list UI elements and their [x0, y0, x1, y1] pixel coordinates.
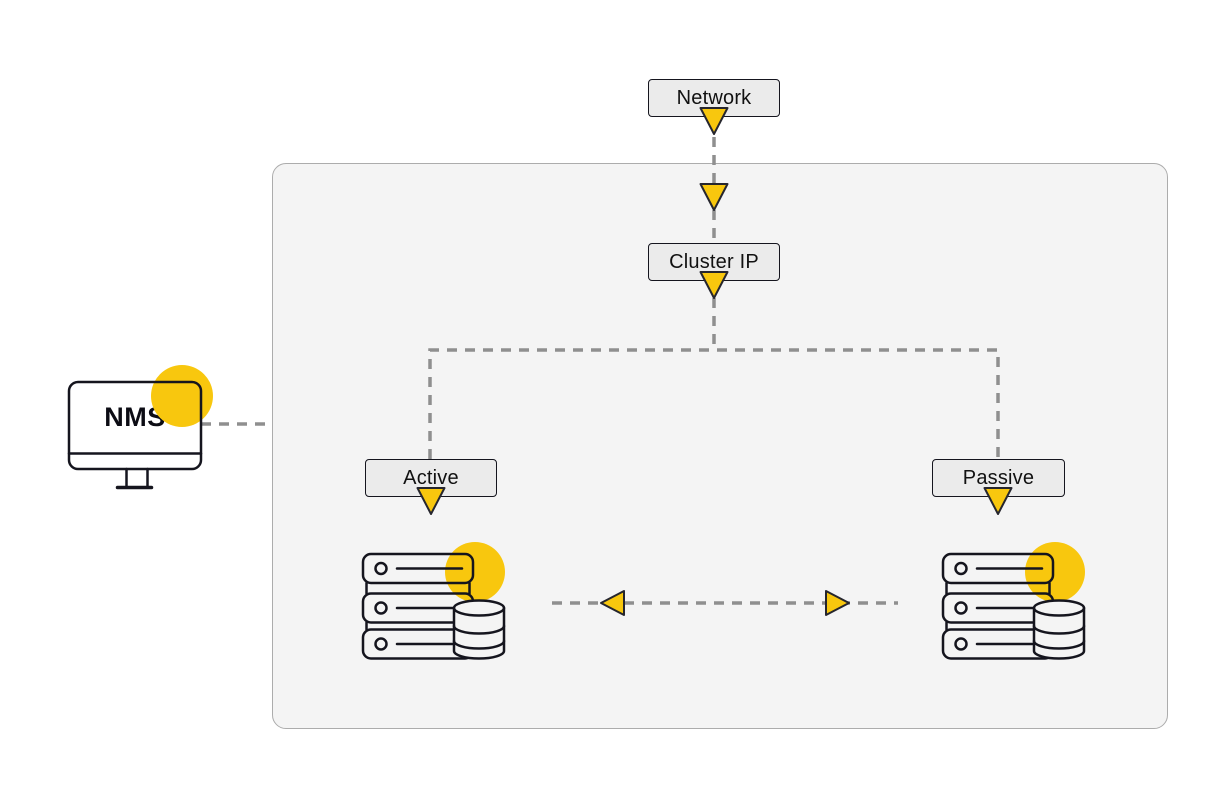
node-network-label: Network: [676, 86, 752, 109]
node-active-label: Active: [403, 466, 459, 489]
monitor-stand: [125, 467, 149, 488]
node-passive-label: Passive: [962, 466, 1035, 489]
node-passive: Passive: [932, 459, 1065, 497]
nms-label: NMS: [104, 402, 166, 432]
node-active: Active: [365, 459, 497, 497]
node-cluster-ip-label: Cluster IP: [669, 250, 759, 273]
node-cluster-ip: Cluster IP: [648, 243, 780, 281]
node-network: Network: [648, 79, 780, 117]
